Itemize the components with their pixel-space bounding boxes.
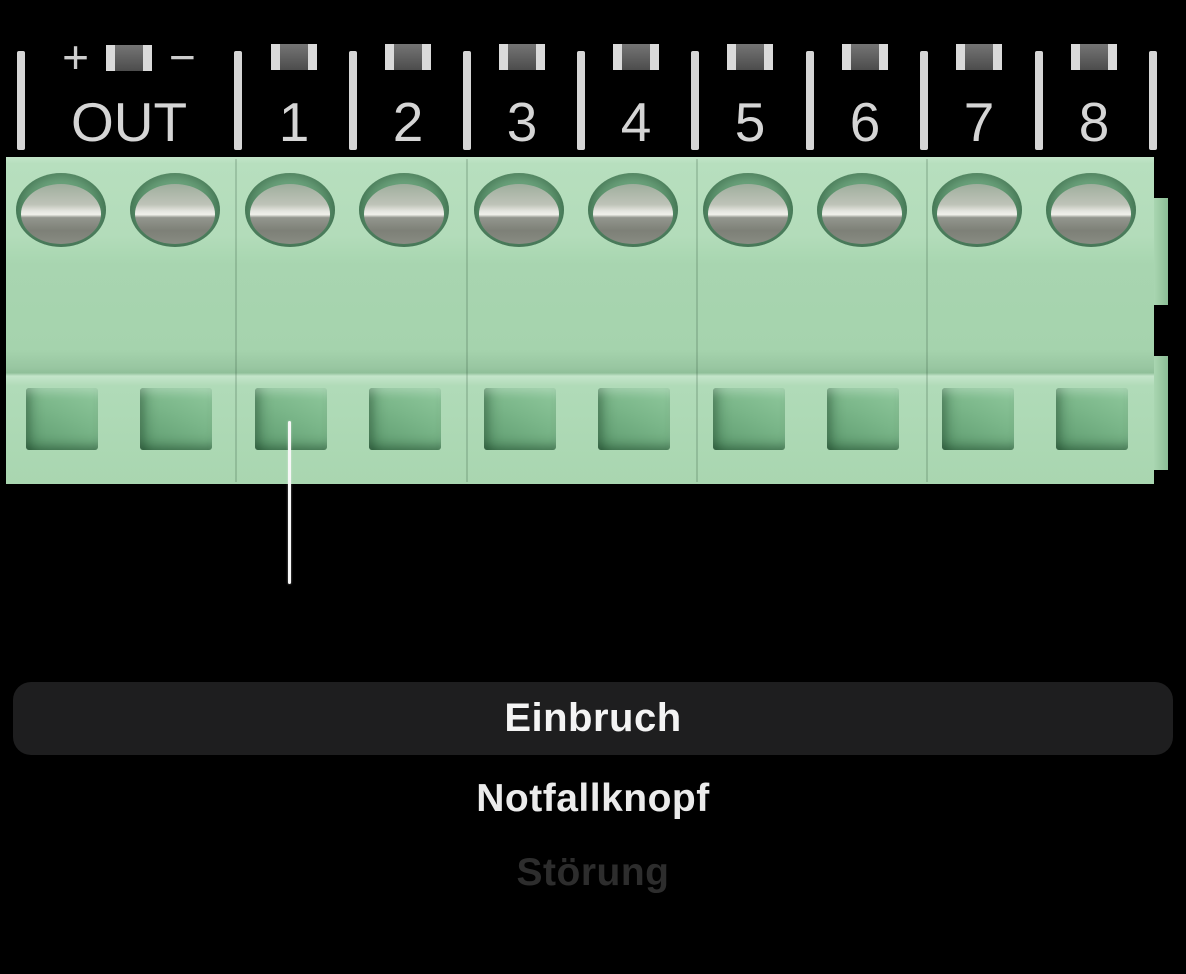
picker-option-label: Einbruch xyxy=(504,696,682,740)
screw-head xyxy=(250,184,330,244)
screw-out-plus xyxy=(16,173,106,247)
picker-option[interactable]: Störung xyxy=(516,851,670,894)
screw-head xyxy=(822,184,902,244)
screw-terminal-2 xyxy=(359,173,449,247)
terminal-group-1: 1 xyxy=(242,44,346,150)
resistor-icon xyxy=(271,44,317,70)
resistor-icon xyxy=(956,44,1002,70)
terminal-separator xyxy=(691,51,699,150)
out-polarity-row: + − xyxy=(62,31,196,83)
terminal-separator xyxy=(349,51,357,150)
terminal-group-7: 7 xyxy=(927,44,1031,150)
screw-head xyxy=(593,184,673,244)
wire-hole-terminal-8 xyxy=(1056,388,1128,450)
wire-hole-out-plus xyxy=(26,388,98,450)
wire-hole-terminal-1 xyxy=(255,388,327,450)
terminal-separator xyxy=(806,51,814,150)
block-side-tab xyxy=(1154,356,1168,470)
terminal-label-5: 5 xyxy=(734,91,766,153)
screw-head xyxy=(135,184,215,244)
wire-hole-terminal-3 xyxy=(484,388,556,450)
screw-head xyxy=(1051,184,1131,244)
wire-hole-terminal-6 xyxy=(827,388,899,450)
block-seam xyxy=(235,159,237,482)
terminal-separator xyxy=(463,51,471,150)
screw-terminal-4 xyxy=(588,173,678,247)
terminal-separator xyxy=(234,51,242,150)
screw-head xyxy=(364,184,444,244)
plus-sign: + xyxy=(62,31,89,83)
terminal-group-3: 3 xyxy=(470,44,574,150)
terminal-separator xyxy=(1035,51,1043,150)
screw-terminal-7 xyxy=(932,173,1022,247)
minus-sign: − xyxy=(169,31,196,83)
screw-terminal-3 xyxy=(474,173,564,247)
terminal-group-6: 6 xyxy=(813,44,917,150)
terminal-group-5: 5 xyxy=(698,44,802,150)
terminal-label-7: 7 xyxy=(963,91,995,153)
terminal-label-out: OUT xyxy=(70,91,188,153)
picker-option[interactable]: Notfallknopf xyxy=(476,777,710,820)
terminal-separator xyxy=(920,51,928,150)
terminal-label-4: 4 xyxy=(620,91,652,153)
screw-head xyxy=(708,184,788,244)
wire-hole-terminal-4 xyxy=(598,388,670,450)
terminal-label-2: 2 xyxy=(392,91,424,153)
terminal-separator xyxy=(577,51,585,150)
terminal-label-6: 6 xyxy=(849,91,881,153)
terminal-group-2: 2 xyxy=(356,44,460,150)
terminal-block xyxy=(6,157,1168,484)
screw-head xyxy=(21,184,101,244)
block-seam xyxy=(466,159,468,482)
screw-terminal-1 xyxy=(245,173,335,247)
resistor-icon xyxy=(385,44,431,70)
terminal-group-4: 4 xyxy=(584,44,688,150)
terminal-label-1: 1 xyxy=(278,91,310,153)
resistor-icon xyxy=(727,44,773,70)
terminal-group-8: 8 xyxy=(1042,44,1146,150)
resistor-icon xyxy=(1071,44,1117,70)
block-seam xyxy=(696,159,698,482)
wire-hole-terminal-2 xyxy=(369,388,441,450)
resistor-icon xyxy=(842,44,888,70)
picker-option-selected[interactable]: Einbruch xyxy=(13,682,1173,755)
screw-terminal-8 xyxy=(1046,173,1136,247)
terminal-label-3: 3 xyxy=(506,91,538,153)
wire-hole-out-minus xyxy=(140,388,212,450)
wire-hole-terminal-5 xyxy=(713,388,785,450)
resistor-icon xyxy=(613,44,659,70)
screw-head xyxy=(479,184,559,244)
wire-hole-terminal-7 xyxy=(942,388,1014,450)
callout-line-terminal-1 xyxy=(288,421,291,584)
terminal-group-out: + − OUT xyxy=(26,31,232,153)
screw-head xyxy=(937,184,1017,244)
terminal-separator xyxy=(17,51,25,150)
screw-terminal-6 xyxy=(817,173,907,247)
screw-terminal-5 xyxy=(703,173,793,247)
resistor-icon xyxy=(499,44,545,70)
block-side-tab xyxy=(1154,198,1168,305)
terminal-separator xyxy=(1149,51,1157,150)
screw-out-minus xyxy=(130,173,220,247)
resistor-icon xyxy=(106,44,152,71)
block-seam xyxy=(926,159,928,482)
terminal-label-8: 8 xyxy=(1078,91,1110,153)
